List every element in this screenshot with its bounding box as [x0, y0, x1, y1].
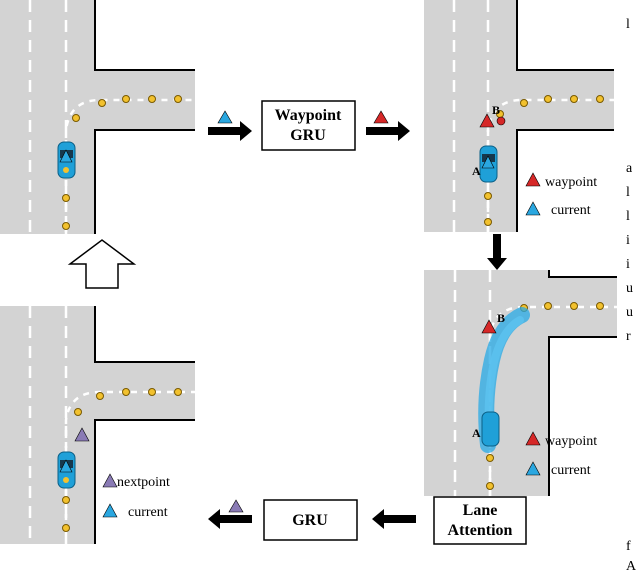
- legend-current-label-3: current: [551, 463, 591, 478]
- waypoints-3: [486, 302, 604, 490]
- cropped-text-fragments: l a l l i i u u r f A: [626, 17, 637, 574]
- car-3: [481, 411, 500, 447]
- car-4: [57, 451, 76, 489]
- point-b-label-2: B: [492, 103, 500, 117]
- waypoint-gru-line2: GRU: [290, 127, 326, 144]
- point-a-label-3: A: [472, 426, 481, 440]
- panel-input: [0, 0, 195, 234]
- gru-box: GRU: [263, 499, 358, 541]
- point-b-label-3: B: [497, 311, 505, 325]
- arrow-right-2: [366, 121, 410, 141]
- legend-waypoint-icon-3: [525, 431, 541, 446]
- road-junction-2: [424, 0, 614, 232]
- road-edge-1: [94, 0, 195, 234]
- car-2: [479, 145, 498, 183]
- legend-waypoint-label-2: waypoint: [545, 175, 597, 190]
- waypoints-4: [62, 388, 182, 532]
- legend-waypoint-label-3: waypoint: [545, 434, 597, 449]
- fragment-right-0: a: [626, 161, 633, 176]
- panel-lane-attention: B A waypoint current: [424, 270, 617, 496]
- fragment-top-right: l: [626, 17, 630, 32]
- legend-current-label-2: current: [551, 203, 591, 218]
- fragment-bottom-1: A: [626, 559, 637, 574]
- nextpoint-triangle-4: [74, 427, 90, 442]
- point-a-label-2: A: [472, 164, 481, 178]
- waypoint-icon-arrow-2: [373, 110, 389, 124]
- nextpoint-icon-arrow: [228, 499, 244, 513]
- arrow-up-hollow: [67, 239, 137, 289]
- legend-current-icon-2: [525, 201, 541, 216]
- waypoint-triangle-3: [481, 319, 497, 334]
- car-1: [57, 141, 76, 179]
- lane-attention-line1: Lane: [463, 502, 498, 519]
- turn-lane-4: [64, 390, 195, 544]
- point-b-marker-2: [496, 116, 506, 126]
- fragment-right-3: i: [626, 233, 630, 248]
- fragment-right-5: u: [626, 281, 633, 296]
- road-junction-1: [0, 0, 195, 234]
- arrow-down: [487, 234, 507, 270]
- fragment-right-6: u: [626, 305, 633, 320]
- lane-attention-line2: Attention: [448, 522, 513, 539]
- legend-current-label-4: current: [128, 505, 168, 520]
- legend-nextpoint-label-4: nextpoint: [117, 475, 170, 490]
- waypoint-gru-line1: Waypoint: [275, 107, 342, 124]
- fragment-right-4: i: [626, 257, 630, 272]
- legend-nextpoint-icon-4: [102, 473, 118, 488]
- lane-attention-box: Lane Attention: [433, 496, 527, 545]
- fragment-bottom-0: f: [626, 539, 631, 554]
- waypoint-triangle-2: [479, 113, 495, 128]
- road-edge-2: [516, 0, 614, 232]
- fragment-right-1: l: [626, 185, 630, 200]
- panel-waypoint: B A waypoint current: [424, 0, 614, 232]
- road-edge-3: [548, 270, 617, 496]
- road-edge-4: [94, 306, 195, 544]
- legend-current-icon-4: [102, 503, 118, 518]
- legend-current-icon-3: [525, 461, 541, 476]
- arrow-left-2: [208, 509, 252, 529]
- legend-waypoint-icon-2: [525, 172, 541, 187]
- waypoints-2: [484, 95, 604, 226]
- fragment-right-7: r: [626, 329, 631, 344]
- fragment-right-2: l: [626, 209, 630, 224]
- arrow-left-1: [372, 509, 416, 529]
- panel-output: nextpoint current: [0, 306, 195, 544]
- road-junction-4: [0, 306, 195, 544]
- gru-label: GRU: [292, 512, 328, 529]
- waypoint-gru-box: Waypoint GRU: [261, 100, 356, 151]
- arrow-right-1: [208, 121, 252, 141]
- road-junction-3-fill: [424, 270, 617, 496]
- waypoints-1: [62, 95, 182, 230]
- current-icon-arrow-1: [217, 110, 233, 124]
